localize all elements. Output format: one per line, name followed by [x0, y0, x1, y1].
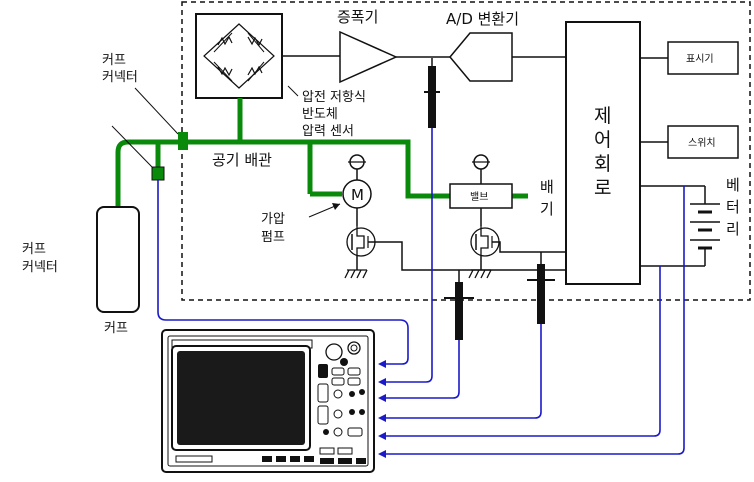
bridge-resistor-icon	[217, 35, 233, 46]
transistor-icon	[346, 226, 376, 257]
pump-label-1: 가압	[261, 212, 285, 227]
cuff-connector-top-label-2: 커넥터	[102, 70, 138, 85]
probe-icon	[444, 270, 474, 340]
cuff-shape	[96, 206, 140, 313]
sensor-label-1: 압전 저항식	[302, 90, 366, 105]
controller-label-1: 제	[594, 105, 611, 127]
amplifier-label: 증폭기	[337, 8, 378, 26]
display-box	[667, 41, 739, 75]
cuff-connector-left-label-2: 커넥터	[22, 260, 58, 275]
sensor-label-2: 반도체	[302, 107, 338, 122]
sensor-label-3: 압력 센서	[302, 124, 354, 139]
probe-wires	[157, 128, 685, 455]
bridge-resistor-icon	[247, 65, 263, 76]
battery-label-2: 터	[726, 198, 740, 216]
switch-label: 스위치	[688, 136, 716, 149]
probe-icon	[424, 58, 440, 128]
device-boundary	[181, 1, 751, 301]
cuff-connector-top-fitting	[178, 132, 188, 150]
bridge-resistor-icon	[247, 36, 263, 47]
probe-icon	[527, 252, 555, 324]
valve-label: 밸브	[470, 191, 488, 203]
exhaust-label-2: 기	[540, 200, 554, 218]
cuff-connector-left-fitting	[151, 166, 165, 181]
bridge-resistor-icon	[217, 66, 233, 77]
cuff-connector-top-label-1: 커프	[102, 53, 126, 68]
exhaust-label-1: 배	[540, 178, 554, 196]
air-tube	[115, 98, 528, 208]
battery-icon	[640, 185, 720, 267]
controller-label-4: 로	[594, 177, 611, 199]
ad-converter-label: A/D 변환기	[446, 10, 519, 28]
motor-label: M	[351, 186, 364, 204]
battery-label-1: 베	[726, 176, 740, 194]
pump-label-2: 펌프	[261, 230, 285, 245]
controller-label-2: 어	[594, 129, 611, 151]
controller-label-3: 회	[594, 153, 611, 175]
amplifier-triangle-icon	[339, 30, 398, 84]
ground-icon	[468, 269, 492, 279]
controller-box	[565, 21, 641, 285]
cuff-connector-left-label-1: 커프	[22, 242, 46, 257]
ad-converter-shape	[449, 32, 513, 82]
battery-label-3: 리	[726, 220, 740, 238]
transistor-icon	[470, 226, 500, 257]
pressure-sensor-bridge	[195, 13, 283, 99]
air-tube-label: 공기 배관	[212, 151, 272, 169]
ground-icon	[344, 269, 368, 279]
cuff-label: 커프	[104, 321, 128, 336]
display-label: 표시기	[686, 53, 714, 65]
switch-box	[667, 125, 739, 159]
valve-box	[449, 183, 513, 209]
oscilloscope-icon	[161, 329, 375, 473]
